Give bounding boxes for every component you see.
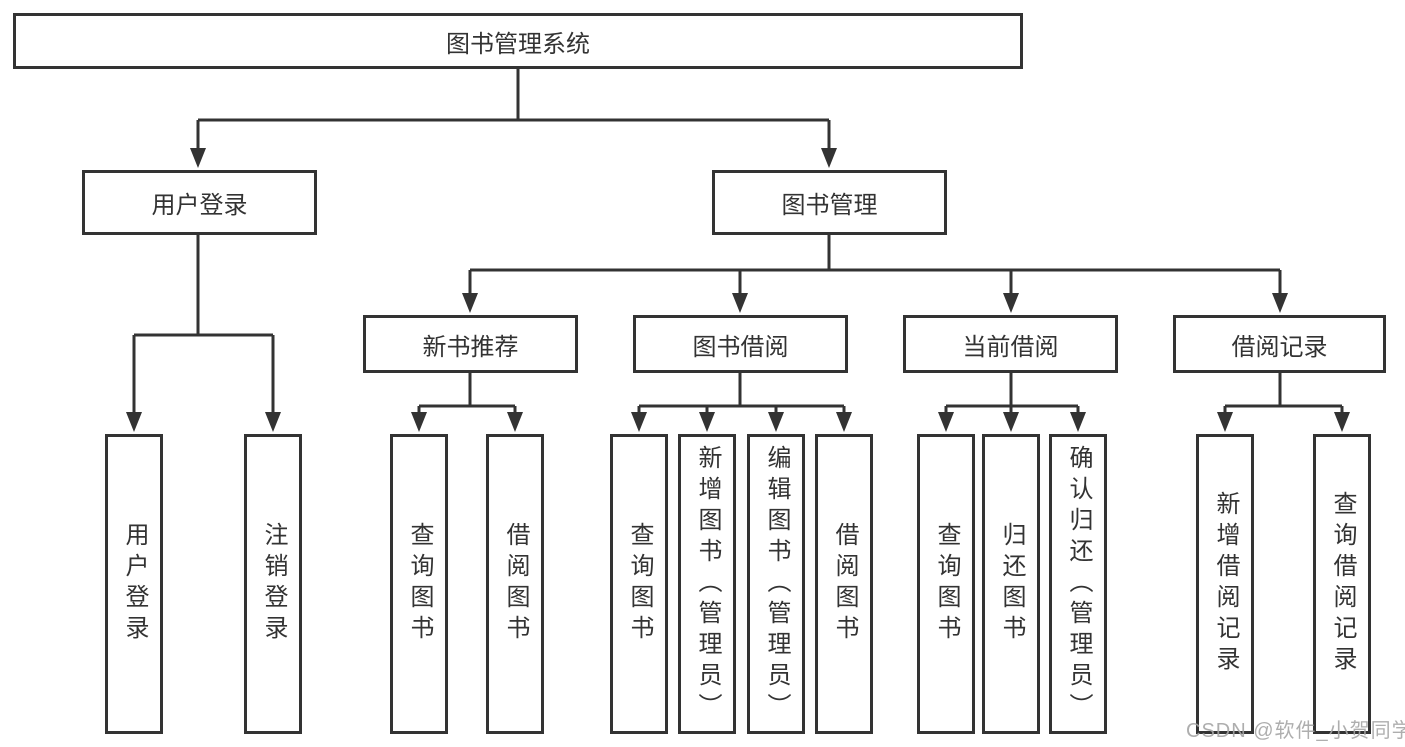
leaf-add-books-admin-label: 新增图书（管理员）	[694, 444, 721, 724]
arrowhead-icons	[126, 148, 1350, 432]
leaf-edit-books-admin: 编辑图书（管理员）	[747, 434, 805, 734]
node-book-management: 图书管理	[712, 170, 947, 235]
leaf-query-books-recommend-label: 查询图书	[406, 522, 433, 646]
leaf-add-borrow-record-label: 新增借阅记录	[1212, 491, 1239, 677]
leaf-return-books-label: 归还图书	[998, 522, 1025, 646]
leaf-user-login-label: 用户登录	[121, 522, 148, 646]
leaf-user-login: 用户登录	[105, 434, 163, 734]
leaf-logout-label: 注销登录	[260, 522, 287, 646]
leaf-borrow-books-label: 借阅图书	[831, 522, 858, 646]
leaf-borrow-books-recommend: 借阅图书	[486, 434, 544, 734]
leaf-confirm-return-admin-label: 确认归还（管理员）	[1065, 444, 1092, 724]
node-root: 图书管理系统	[13, 13, 1023, 69]
leaf-borrow-books-recommend-label: 借阅图书	[502, 522, 529, 646]
leaf-borrow-books: 借阅图书	[815, 434, 873, 734]
watermark: CSDN @软件_小贺同学	[1186, 720, 1405, 742]
leaf-logout: 注销登录	[244, 434, 302, 734]
leaf-add-books-admin: 新增图书（管理员）	[678, 434, 736, 734]
leaf-edit-books-admin-label: 编辑图书（管理员）	[763, 444, 790, 724]
leaf-query-borrow-record: 查询借阅记录	[1313, 434, 1371, 734]
leaf-query-books-recommend: 查询图书	[390, 434, 448, 734]
leaf-confirm-return-admin: 确认归还（管理员）	[1049, 434, 1107, 734]
leaf-query-books-borrow: 查询图书	[610, 434, 668, 734]
node-new-book-recommend: 新书推荐	[363, 315, 578, 373]
leaf-query-borrow-record-label: 查询借阅记录	[1329, 491, 1356, 677]
leaf-query-books-borrow-label: 查询图书	[626, 522, 653, 646]
leaf-add-borrow-record: 新增借阅记录	[1196, 434, 1254, 734]
node-book-borrow: 图书借阅	[633, 315, 848, 373]
node-user-login: 用户登录	[82, 170, 317, 235]
leaf-return-books: 归还图书	[982, 434, 1040, 734]
leaf-query-books-current: 查询图书	[917, 434, 975, 734]
leaf-query-books-current-label: 查询图书	[933, 522, 960, 646]
node-borrow-records: 借阅记录	[1173, 315, 1386, 373]
node-current-borrow: 当前借阅	[903, 315, 1118, 373]
